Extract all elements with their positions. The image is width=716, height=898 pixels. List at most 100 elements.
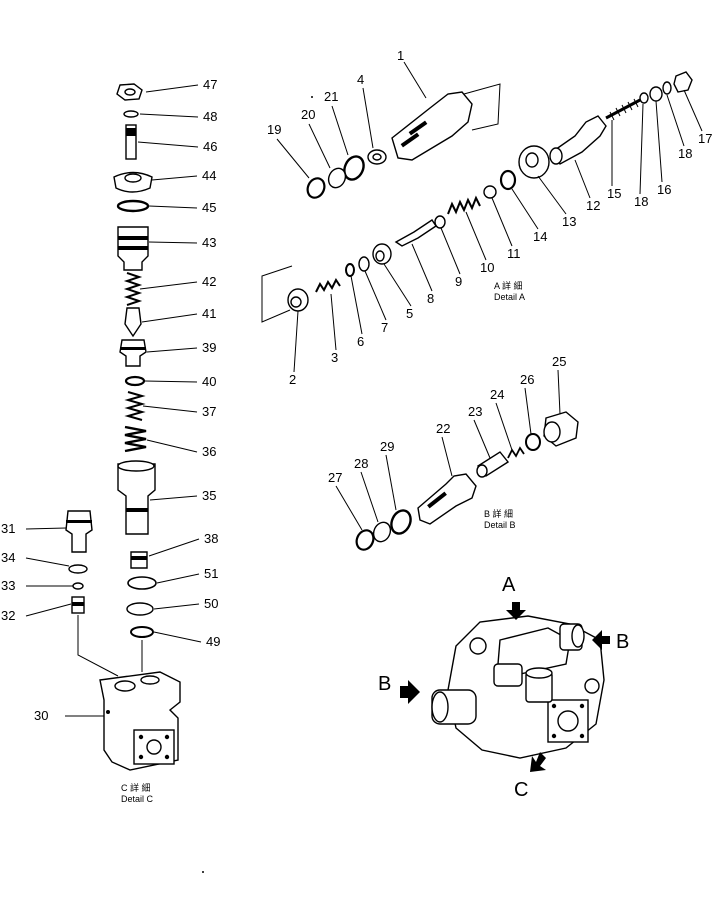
part-number-label-5: 5 — [406, 306, 413, 321]
part-number-label-3: 3 — [331, 350, 338, 365]
part-number-label-9: 9 — [455, 274, 462, 289]
leader-line-39 — [146, 347, 198, 353]
leader-line-38 — [148, 538, 200, 557]
arrow-b-left — [400, 680, 420, 704]
assembly-line-1 — [463, 83, 501, 131]
part-number-label-16: 16 — [657, 182, 671, 197]
part-33-ring — [72, 582, 84, 590]
part-21-ring — [343, 155, 365, 181]
assembly-bolt-2 — [579, 703, 585, 709]
detail-a-parts — [261, 71, 693, 323]
part-18-ring — [639, 92, 649, 104]
leader-line-46 — [137, 141, 199, 148]
leader-line-3 — [330, 293, 337, 351]
leader-line-19 — [276, 138, 310, 179]
part-4-seat-bore — [372, 153, 382, 161]
part-number-label-20: 20 — [301, 107, 315, 122]
part-number-label-27: 27 — [328, 470, 342, 485]
part-32-thread — [72, 602, 84, 606]
assembly-line-2 — [261, 265, 293, 323]
leader-line-9 — [440, 227, 461, 275]
part-number-label-12: 12 — [586, 198, 600, 213]
assembly-line-32 — [77, 615, 119, 677]
detail-a-caption-en: Detail A — [494, 292, 525, 302]
part-47-nut-bore — [124, 88, 136, 96]
part-25-face — [543, 421, 561, 443]
part-39-band — [120, 347, 146, 350]
leader-line-5 — [383, 263, 412, 307]
detail-b-caption-jp: B 詳 細 — [484, 508, 513, 519]
part-number-label-21: 21 — [324, 89, 338, 104]
leader-line-51 — [156, 573, 200, 584]
part-number-label-36: 36 — [202, 444, 216, 459]
part-30-center-port — [146, 739, 162, 755]
part-number-label-39: 39 — [202, 340, 216, 355]
part-28-ring — [372, 521, 392, 543]
part-41-needle — [124, 307, 142, 338]
part-51-ring — [127, 576, 157, 590]
leader-line-1 — [403, 61, 427, 99]
leader-line-50 — [153, 603, 200, 610]
leader-line-23 — [473, 419, 491, 459]
assembly-bolt-1 — [551, 703, 557, 709]
assembly-flange-c-port — [557, 710, 579, 732]
assembly-port-b-right-face — [571, 624, 585, 648]
part-14-ring — [499, 169, 517, 191]
part-27-ring — [355, 529, 375, 551]
assembly-cartridge-mid — [493, 663, 523, 687]
part-35-sleeve — [117, 463, 156, 535]
leader-line-17 — [683, 89, 703, 132]
leader-line-45 — [148, 205, 198, 209]
leader-line-28 — [360, 471, 379, 523]
part-18b-ring — [662, 81, 672, 95]
part-19-ring — [306, 177, 326, 199]
part-number-label-32: 32 — [1, 608, 15, 623]
leader-line-10 — [465, 211, 487, 261]
leader-line-41 — [141, 313, 198, 323]
part-37-spring — [124, 391, 146, 421]
part-30-bolt-2 — [164, 734, 170, 740]
leader-line-35 — [149, 495, 198, 501]
part-number-label-15: 15 — [607, 186, 621, 201]
valve-assembly — [400, 602, 610, 772]
part-48-ring — [123, 110, 139, 118]
leader-line-11 — [491, 197, 513, 247]
part-number-label-46: 46 — [203, 139, 217, 154]
part-number-label-50: 50 — [204, 596, 218, 611]
part-49-ring — [130, 626, 154, 638]
leader-line-18 — [639, 103, 644, 195]
part-22-band — [427, 491, 447, 509]
leader-line-32 — [25, 603, 72, 617]
part-number-label-11: 11 — [507, 246, 521, 261]
part-9-ring — [434, 215, 446, 229]
part-number-label-19: 19 — [267, 122, 281, 137]
part-number-label-8: 8 — [427, 291, 434, 306]
leader-line-16 — [655, 100, 663, 183]
view-letter-c: C — [514, 779, 528, 801]
part-number-label-14: 14 — [533, 229, 547, 244]
detail-c-caption-jp: C 詳 細 — [121, 782, 151, 793]
detail-c-caption-en: Detail C — [121, 794, 154, 804]
part-7-ring — [358, 256, 370, 272]
leader-line-13 — [537, 175, 567, 215]
leader-line-4 — [362, 87, 374, 149]
part-number-label-4: 4 — [357, 72, 364, 87]
part-number-label-35: 35 — [202, 488, 216, 503]
part-30-side-hole — [106, 710, 110, 714]
speck-2 — [311, 96, 313, 98]
part-13-nut-bore — [525, 152, 539, 168]
part-3-spring — [315, 278, 341, 293]
part-39-seat — [119, 339, 147, 367]
leader-line-6 — [350, 275, 363, 335]
part-number-label-30: 30 — [34, 708, 48, 723]
part-38-band — [131, 556, 147, 560]
part-20-ring — [327, 167, 347, 189]
part-34-ring — [68, 564, 88, 574]
part-40-ring — [124, 375, 146, 387]
leader-line-2 — [293, 310, 299, 373]
part-43-grooves — [118, 236, 148, 240]
leader-line-25 — [557, 369, 561, 415]
part-50-ring — [126, 602, 154, 616]
part-43-grooves-2 — [118, 246, 148, 250]
